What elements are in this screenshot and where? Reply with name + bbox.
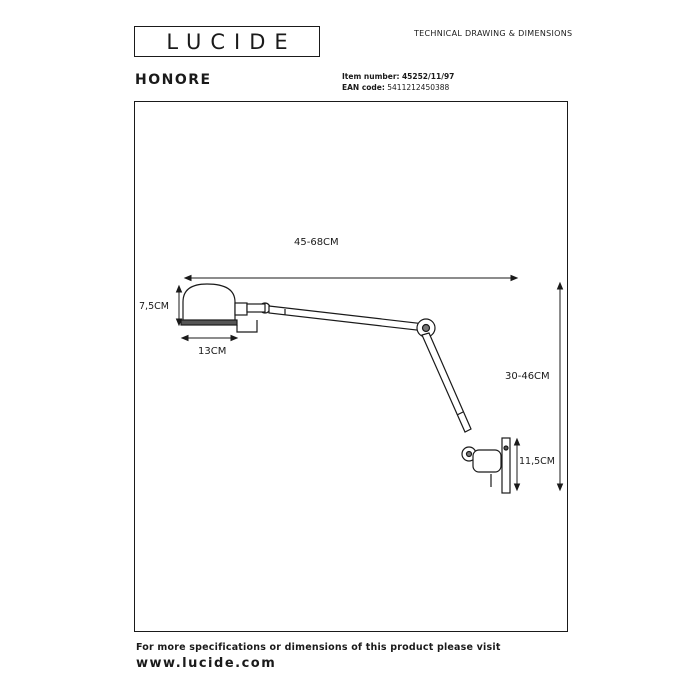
document-title: TECHNICAL DRAWING & DIMENSIONS [414,29,573,38]
brand-logo: LUCIDE [134,26,320,57]
arrow-left-icon [183,274,192,282]
shade-height-label: 7,5CM [139,301,169,312]
ean-label: EAN code: [342,83,385,92]
arm-length-label: 45-68CM [294,237,339,248]
drawing-frame: 45-68CM 7,5CM 13CM 30-46CM 11,5CM [134,101,568,632]
lamp-shade-icon [182,283,236,325]
ean-value: 5411212450388 [387,83,450,92]
footer-url-link[interactable]: www.lucide.com [136,656,277,671]
footer-text: For more specifications or dimensions of… [136,642,501,653]
ean-row: EAN code: 5411212450388 [342,82,454,93]
item-number-label: Item number: [342,72,400,81]
product-name: HONORE [135,72,212,88]
lamp-illustration [180,283,511,494]
shade-width-label: 13CM [198,346,227,357]
item-number-row: Item number: 45252/11/97 [342,71,454,82]
product-meta: Item number: 45252/11/97 EAN code: 54112… [342,71,454,93]
total-height-label: 30-46CM [505,371,550,382]
arrow-right-icon [510,274,519,282]
item-number-value: 45252/11/97 [401,72,455,81]
technical-drawing [175,274,564,494]
base-height-label: 11,5CM [519,456,555,467]
